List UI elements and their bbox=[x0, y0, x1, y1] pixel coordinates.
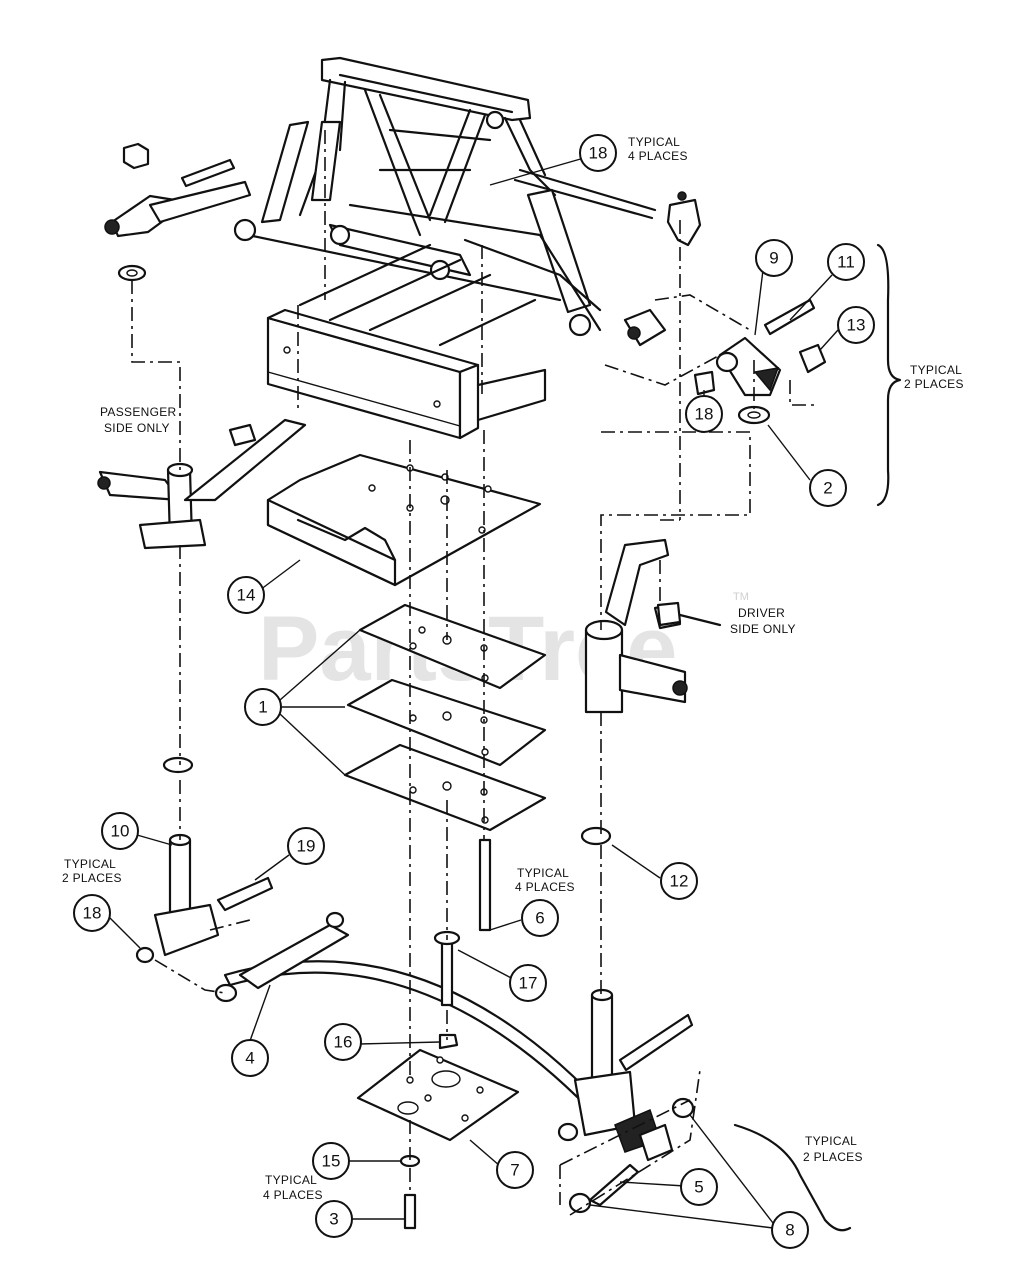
callout-12: 12 bbox=[660, 862, 698, 900]
callout-label: 2 bbox=[823, 479, 832, 498]
callout-10: 10 bbox=[101, 812, 139, 850]
callout-label: 3 bbox=[329, 1210, 338, 1229]
driver-side-hardware bbox=[656, 601, 722, 627]
note-typical-2-bottom-line1: TYPICAL bbox=[805, 1134, 857, 1148]
callout-label: 17 bbox=[519, 974, 538, 993]
callout-9: 9 bbox=[755, 239, 793, 277]
note-passenger-line2: SIDE ONLY bbox=[104, 421, 170, 435]
callout-5: 5 bbox=[680, 1168, 718, 1206]
note-typical-4-mid-line2: 4 PLACES bbox=[515, 880, 575, 894]
callout-label: 18 bbox=[83, 904, 102, 923]
callout-label: 19 bbox=[297, 837, 316, 856]
callout-18-right: 18 bbox=[685, 395, 723, 433]
note-typical-4-top-line1: TYPICAL bbox=[628, 135, 680, 149]
callout-label: 10 bbox=[111, 822, 130, 841]
callout-11: 11 bbox=[827, 243, 865, 281]
callout-label: 5 bbox=[694, 1178, 703, 1197]
callout-label: 18 bbox=[695, 405, 714, 424]
callout-18-top: 18 bbox=[579, 134, 617, 172]
note-typical-2-left-line2: 2 PLACES bbox=[62, 871, 122, 885]
callout-15: 15 bbox=[312, 1142, 350, 1180]
leader-lines bbox=[109, 157, 839, 1229]
callout-14: 14 bbox=[227, 576, 265, 614]
callout-4: 4 bbox=[231, 1039, 269, 1077]
callout-label: 7 bbox=[510, 1161, 519, 1180]
callout-label: 15 bbox=[322, 1152, 341, 1171]
callout-2: 2 bbox=[809, 469, 847, 507]
note-typical-2-bottom-line2: 2 PLACES bbox=[803, 1150, 863, 1164]
upper-suspension-frame bbox=[233, 56, 702, 347]
callout-17: 17 bbox=[509, 964, 547, 1002]
callout-label: 9 bbox=[769, 249, 778, 268]
callout-8: 8 bbox=[771, 1211, 809, 1249]
callout-label: 14 bbox=[237, 586, 256, 605]
callout-label: 1 bbox=[258, 698, 267, 717]
part-1-shim-plate-middle bbox=[346, 678, 547, 767]
part-9-bracket bbox=[693, 298, 827, 425]
callout-label: 18 bbox=[589, 144, 608, 163]
note-typical-4-bottom-line1: TYPICAL bbox=[265, 1173, 317, 1187]
note-driver-line1: DRIVER bbox=[738, 606, 785, 620]
callout-label: 13 bbox=[847, 316, 866, 335]
callout-7: 7 bbox=[496, 1151, 534, 1189]
callout-16: 16 bbox=[324, 1023, 362, 1061]
typical-2-places-brace bbox=[876, 243, 902, 507]
callout-label: 8 bbox=[785, 1221, 794, 1240]
passenger-spindle-arm bbox=[97, 418, 307, 550]
part-7-spring-plate bbox=[356, 1048, 520, 1142]
watermark-tm: TM bbox=[733, 591, 749, 603]
note-driver-line2: SIDE ONLY bbox=[730, 622, 796, 636]
note-typical-4-top-line2: 4 PLACES bbox=[628, 149, 688, 163]
front-crossmember bbox=[266, 243, 547, 440]
center-lines bbox=[131, 130, 815, 1216]
left-tie-rod-end-assembly bbox=[104, 142, 252, 282]
typical-2-places-bottom-brace bbox=[733, 1123, 852, 1232]
callout-3: 3 bbox=[315, 1200, 353, 1238]
part-4-leaf-spring bbox=[214, 911, 614, 1122]
left-kingpin-assembly bbox=[135, 756, 274, 964]
note-typical-2-right-line2: 2 PLACES bbox=[904, 377, 964, 391]
note-typical-2-right-line1: TYPICAL bbox=[910, 363, 962, 377]
part-14-mounting-plate bbox=[266, 453, 542, 587]
callout-18-left: 18 bbox=[73, 894, 111, 932]
callout-13: 13 bbox=[837, 306, 875, 344]
lower-middle-hardware bbox=[399, 838, 492, 1230]
callout-label: 16 bbox=[334, 1033, 353, 1052]
note-typical-4-mid-line1: TYPICAL bbox=[517, 866, 569, 880]
callout-label: 11 bbox=[837, 253, 855, 272]
callout-label: 6 bbox=[535, 909, 544, 928]
note-typical-2-left-line1: TYPICAL bbox=[64, 857, 116, 871]
callout-6: 6 bbox=[521, 899, 559, 937]
part-1-shim-plate-bottom bbox=[343, 743, 547, 832]
right-kingpin-assembly bbox=[557, 826, 695, 1214]
note-passenger-line1: PASSENGER bbox=[100, 405, 177, 419]
callout-label: 4 bbox=[245, 1049, 254, 1068]
callout-label: 12 bbox=[670, 872, 689, 891]
callout-19: 19 bbox=[287, 827, 325, 865]
callout-1: 1 bbox=[244, 688, 282, 726]
part-1-shim-plate-top bbox=[358, 603, 547, 690]
note-typical-4-bottom-line2: 4 PLACES bbox=[263, 1188, 323, 1202]
